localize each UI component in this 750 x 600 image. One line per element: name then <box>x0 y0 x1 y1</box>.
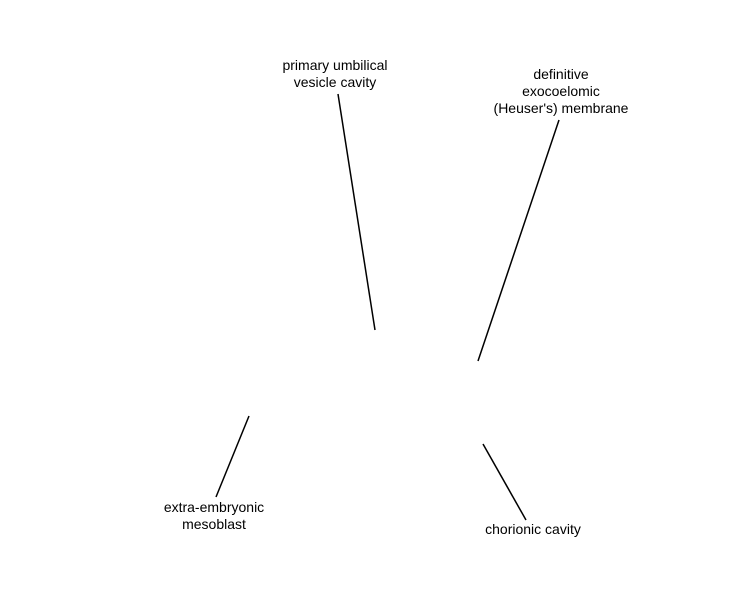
label-line: exocoelomic <box>522 83 600 99</box>
leader-line-heusers-membrane <box>477 119 560 362</box>
label-line: extra-embryonic <box>163 499 265 515</box>
label-line: (Heuser's) membrane <box>493 100 629 116</box>
leader-line-chorionic-cavity <box>482 443 527 521</box>
label-line: primary umbilical <box>282 57 388 73</box>
leader-line-extra-embryonic-mesoblast <box>215 415 250 498</box>
label-line: vesicle cavity <box>293 74 377 90</box>
label-line: chorionic cavity <box>485 521 581 537</box>
label-primary-umbilical-vesicle-cavity: primary umbilical vesicle cavity <box>255 57 415 91</box>
label-heusers-membrane: definitive exocoelomic (Heuser's) membra… <box>476 66 646 117</box>
leader-line-primary-umbilical-vesicle-cavity <box>337 93 376 331</box>
label-extra-embryonic-mesoblast: extra-embryonic mesoblast <box>134 499 294 533</box>
label-line: mesoblast <box>182 516 246 532</box>
label-chorionic-cavity: chorionic cavity <box>458 521 608 538</box>
label-line: definitive <box>533 66 589 82</box>
